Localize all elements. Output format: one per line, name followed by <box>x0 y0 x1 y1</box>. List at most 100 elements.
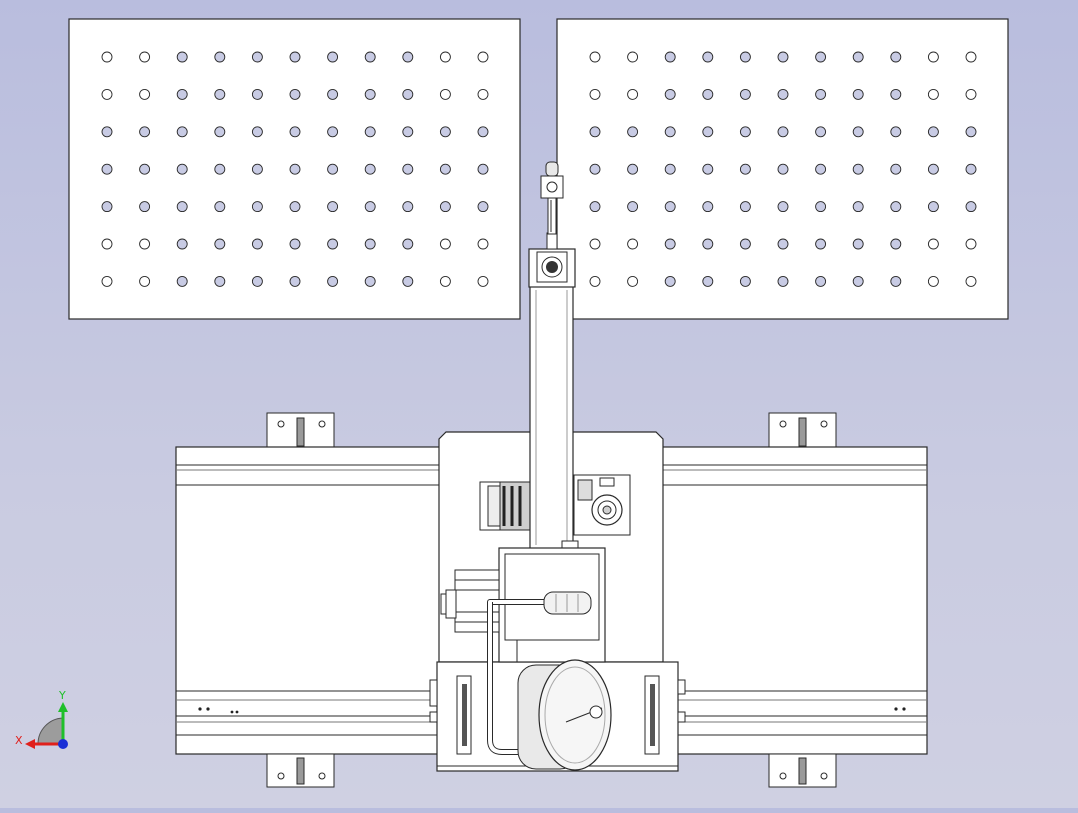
plate-hole <box>214 51 226 63</box>
plate-hole <box>739 275 751 287</box>
plate-hole <box>777 163 789 175</box>
plate-hole <box>477 238 489 250</box>
plate-hole <box>101 275 113 287</box>
plate-hole <box>664 238 676 250</box>
x-axis-arrowhead <box>25 739 35 749</box>
plate-hole <box>289 238 301 250</box>
plate-hole <box>251 201 263 213</box>
plate-hole <box>101 238 113 250</box>
plate-hole <box>477 51 489 63</box>
plate-hole <box>176 201 188 213</box>
plate-hole <box>589 238 601 250</box>
plate-hole <box>702 163 714 175</box>
plate-hole <box>176 163 188 175</box>
plate-hole <box>214 275 226 287</box>
plate-hole <box>664 275 676 287</box>
plate-hole <box>439 51 451 63</box>
plate-hole <box>327 51 339 63</box>
plate-hole <box>251 88 263 100</box>
plate-hole <box>815 163 827 175</box>
plate-hole <box>176 238 188 250</box>
plate-hole <box>402 163 414 175</box>
plate-hole <box>777 126 789 138</box>
plate-hole <box>251 238 263 250</box>
plate-hole <box>702 275 714 287</box>
plate-hole <box>627 238 639 250</box>
plate-hole <box>289 88 301 100</box>
plate-hole <box>890 163 902 175</box>
plate-hole <box>402 275 414 287</box>
plate-hole <box>251 163 263 175</box>
plate-hole <box>589 275 601 287</box>
plate-hole <box>101 126 113 138</box>
mounting-bracket-top-right <box>768 412 837 448</box>
plate-hole <box>927 88 939 100</box>
plate-hole <box>965 88 977 100</box>
plate-hole <box>176 51 188 63</box>
plate-hole <box>664 88 676 100</box>
plate-hole <box>815 51 827 63</box>
mounting-bracket-top-left <box>266 412 335 448</box>
plate-hole <box>965 51 977 63</box>
plate-hole <box>702 201 714 213</box>
left-plate-hole-grid <box>101 51 489 287</box>
plate-hole <box>477 163 489 175</box>
plate-hole <box>852 201 864 213</box>
plate-hole <box>251 126 263 138</box>
plate-hole <box>965 238 977 250</box>
plate-hole <box>251 275 263 287</box>
plate-hole <box>327 88 339 100</box>
plate-hole <box>890 51 902 63</box>
y-axis-arrowhead <box>58 702 68 712</box>
plate-hole <box>364 126 376 138</box>
plate-hole <box>927 275 939 287</box>
plate-hole <box>965 275 977 287</box>
plate-hole <box>777 51 789 63</box>
plate-hole <box>289 126 301 138</box>
plate-hole <box>664 126 676 138</box>
plate-hole <box>289 163 301 175</box>
plate-hole <box>364 88 376 100</box>
plate-hole <box>139 88 151 100</box>
plate-hole <box>627 163 639 175</box>
plate-hole <box>739 126 751 138</box>
plate-hole <box>739 238 751 250</box>
right-perforated-plate <box>556 18 1009 320</box>
plate-hole <box>439 163 451 175</box>
plate-hole <box>890 126 902 138</box>
plate-hole <box>327 126 339 138</box>
plate-hole <box>589 126 601 138</box>
plate-hole <box>139 163 151 175</box>
coordinate-triad: Y X <box>15 689 68 749</box>
plate-hole <box>139 238 151 250</box>
plate-hole <box>739 51 751 63</box>
plate-hole <box>852 51 864 63</box>
plate-hole <box>214 238 226 250</box>
plate-hole <box>815 238 827 250</box>
plate-hole <box>702 238 714 250</box>
plate-hole <box>251 51 263 63</box>
plate-hole <box>627 88 639 100</box>
plate-hole <box>402 88 414 100</box>
gearbox <box>573 474 631 536</box>
plate-hole <box>176 275 188 287</box>
plate-hole <box>289 51 301 63</box>
plate-hole <box>589 163 601 175</box>
plate-hole <box>139 275 151 287</box>
plate-hole <box>402 201 414 213</box>
plate-hole <box>965 163 977 175</box>
plate-hole <box>890 238 902 250</box>
plate-hole <box>589 201 601 213</box>
plate-hole <box>289 201 301 213</box>
plate-hole <box>327 238 339 250</box>
plate-hole <box>589 88 601 100</box>
plate-hole <box>852 238 864 250</box>
plate-hole <box>364 201 376 213</box>
plate-hole <box>927 51 939 63</box>
plate-hole <box>815 201 827 213</box>
plate-hole <box>890 201 902 213</box>
plate-hole <box>852 163 864 175</box>
plate-hole <box>101 51 113 63</box>
left-perforated-plate <box>68 18 521 320</box>
